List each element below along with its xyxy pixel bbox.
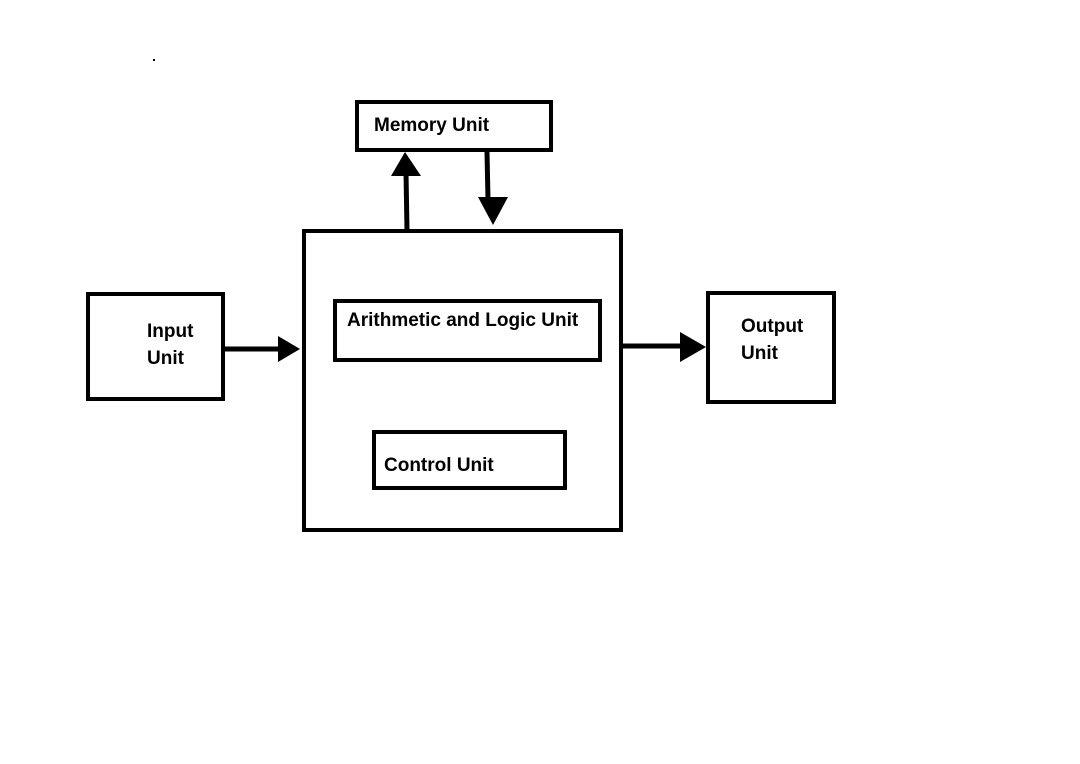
cpu-box: Arithmetic and Logic Unit Control Unit	[302, 229, 623, 532]
input-unit-label-line2: Unit	[147, 348, 184, 369]
output-unit-label-line2: Unit	[741, 343, 778, 364]
control-unit-box: Control Unit	[372, 430, 567, 490]
cpu-to-memory-arrow	[391, 152, 421, 232]
input-unit-box: Input Unit	[86, 292, 225, 401]
alu-box: Arithmetic and Logic Unit	[333, 299, 602, 362]
stray-dot	[153, 59, 155, 61]
output-unit-box: Output Unit	[706, 291, 836, 404]
input-unit-label-line1: Input	[147, 321, 194, 342]
memory-unit-label: Memory Unit	[374, 115, 490, 136]
memory-unit-box: Memory Unit	[355, 100, 553, 152]
output-unit-label-line1: Output	[741, 316, 804, 337]
control-unit-label: Control Unit	[384, 455, 494, 476]
memory-to-cpu-arrow	[463, 151, 508, 233]
alu-label: Arithmetic and Logic Unit	[347, 310, 579, 331]
input-to-cpu-arrow	[225, 336, 300, 362]
cpu-to-output-arrow	[623, 332, 706, 362]
